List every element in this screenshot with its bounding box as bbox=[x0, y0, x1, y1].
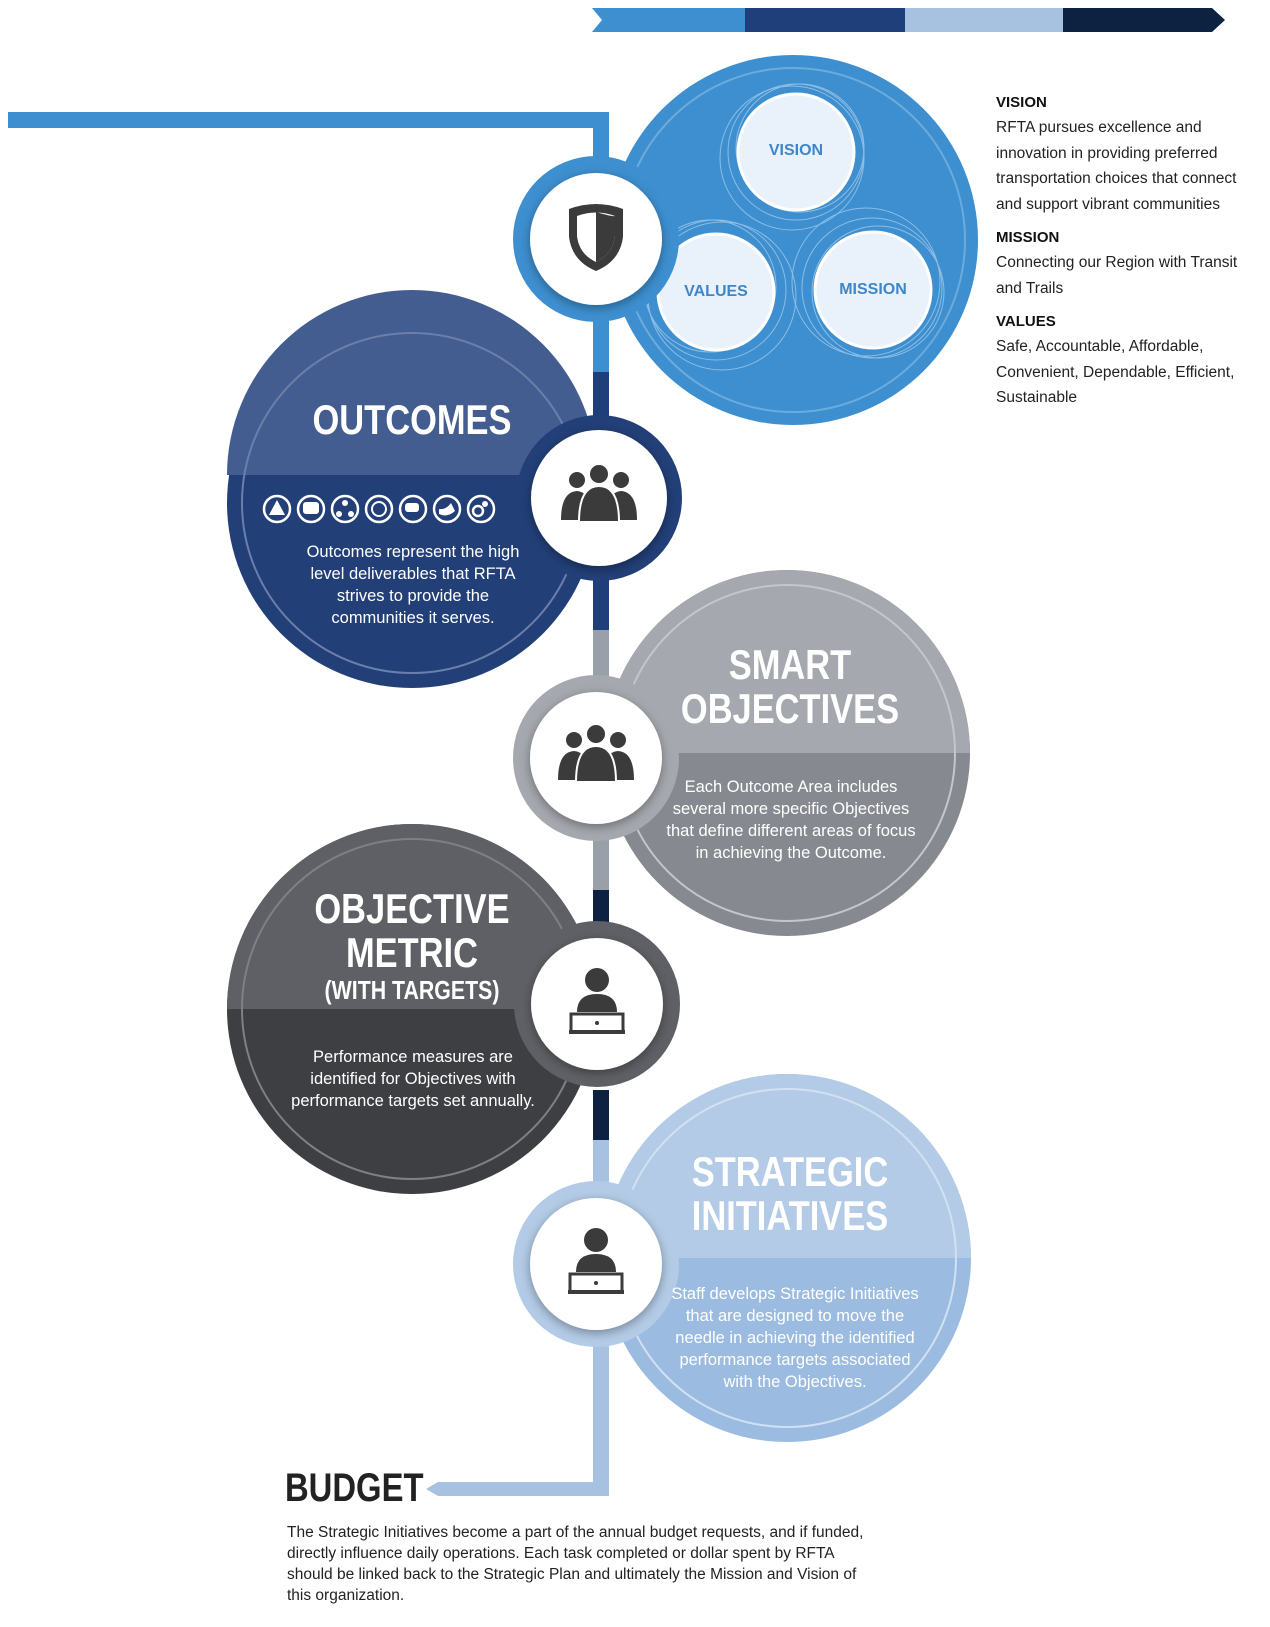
values-bubble-label: VALUES bbox=[684, 283, 748, 300]
hand-leaf-icon bbox=[432, 494, 462, 524]
smart-title-line1: SMART bbox=[728, 641, 852, 688]
dollar-cycle-icon bbox=[364, 494, 394, 524]
strategic-initiatives-circle bbox=[603, 1074, 971, 1442]
vision-heading: VISION bbox=[996, 94, 1047, 111]
chat-icon bbox=[398, 494, 428, 524]
top-arrow-bar bbox=[592, 8, 1225, 32]
vision-text: RFTA pursues excellence and innovation i… bbox=[996, 119, 1237, 213]
objective-metric-title: OBJECTIVE METRIC (WITH TARGETS) bbox=[297, 885, 527, 1006]
warning-icon bbox=[262, 494, 292, 524]
strategic-initiatives-text: Staff develops Strategic Initiatives tha… bbox=[671, 1285, 919, 1391]
values-text: Safe, Accountable, Affordable, Convenien… bbox=[996, 338, 1235, 406]
values-heading: VALUES bbox=[996, 313, 1056, 330]
strategic-initiatives-title: STRATEGIC INITIATIVES bbox=[675, 1148, 905, 1240]
shield-icon bbox=[569, 204, 623, 271]
budget-text: The Strategic Initiatives become a part … bbox=[287, 1524, 864, 1604]
initiatives-title-line1: STRATEGIC bbox=[691, 1148, 889, 1195]
mission-heading: MISSION bbox=[996, 229, 1060, 246]
person-laptop-icon bbox=[569, 968, 625, 1034]
vision-bubble-label: VISION bbox=[768, 142, 824, 159]
sidebar: VISION RFTA pursues excellence and innov… bbox=[996, 94, 1261, 423]
objective-metric-text: Performance measures are identified for … bbox=[291, 1048, 535, 1110]
metric-title-line3: (WITH TARGETS) bbox=[324, 975, 500, 1006]
team-icon bbox=[561, 463, 637, 523]
bus-icon bbox=[296, 494, 326, 524]
outcomes-title: OUTCOMES bbox=[312, 396, 512, 443]
smart-objectives-title: SMART OBJECTIVES bbox=[675, 641, 905, 733]
smart-title-line2: OBJECTIVES bbox=[680, 685, 900, 733]
gears-icon bbox=[466, 494, 496, 524]
budget-title: BUDGET bbox=[285, 1466, 424, 1510]
metric-title-line2: METRIC bbox=[345, 929, 479, 977]
network-icon bbox=[330, 494, 360, 524]
outcome-icons-row bbox=[262, 494, 496, 524]
smart-objectives-circle bbox=[604, 570, 970, 936]
mission-text: Connecting our Region with Transit and T… bbox=[996, 254, 1238, 297]
objective-metric-circle bbox=[227, 824, 597, 1194]
team-icon bbox=[558, 723, 634, 783]
vmv-circle bbox=[608, 55, 978, 425]
smart-objectives-text: Each Outcome Area includes several more … bbox=[666, 778, 916, 862]
metric-title-line1: OBJECTIVE bbox=[314, 885, 510, 932]
mission-bubble-label: MISSION bbox=[839, 281, 907, 298]
initiatives-title-line2: INITIATIVES bbox=[691, 1192, 889, 1240]
outcomes-text: Outcomes represent the high level delive… bbox=[306, 543, 520, 627]
person-laptop-icon bbox=[568, 1228, 624, 1294]
